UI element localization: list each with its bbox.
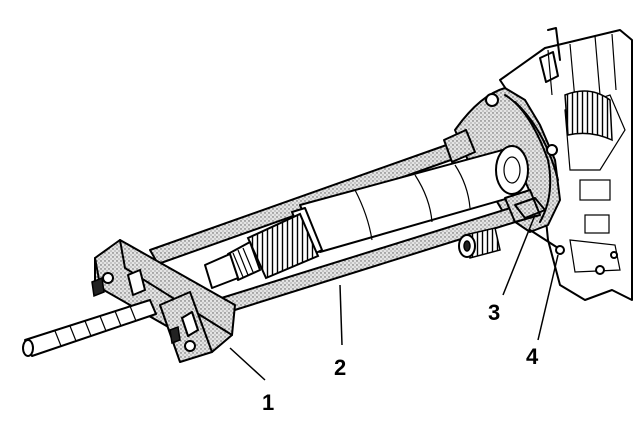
callout-label-1: 1 bbox=[262, 390, 274, 415]
callout-leaders bbox=[229, 214, 559, 381]
callout-label-4: 4 bbox=[526, 344, 539, 369]
callout-label-2: 2 bbox=[334, 355, 346, 380]
leader-2 bbox=[339, 284, 343, 346]
leader-3 bbox=[502, 214, 536, 296]
leader-1 bbox=[229, 347, 266, 381]
output-shaft bbox=[204, 145, 531, 289]
forcing-screw bbox=[22, 299, 157, 357]
speed-sensor bbox=[458, 227, 501, 259]
leader-4 bbox=[537, 254, 559, 341]
callout-label-3: 3 bbox=[488, 300, 500, 325]
tool-crossbar bbox=[91, 239, 236, 363]
